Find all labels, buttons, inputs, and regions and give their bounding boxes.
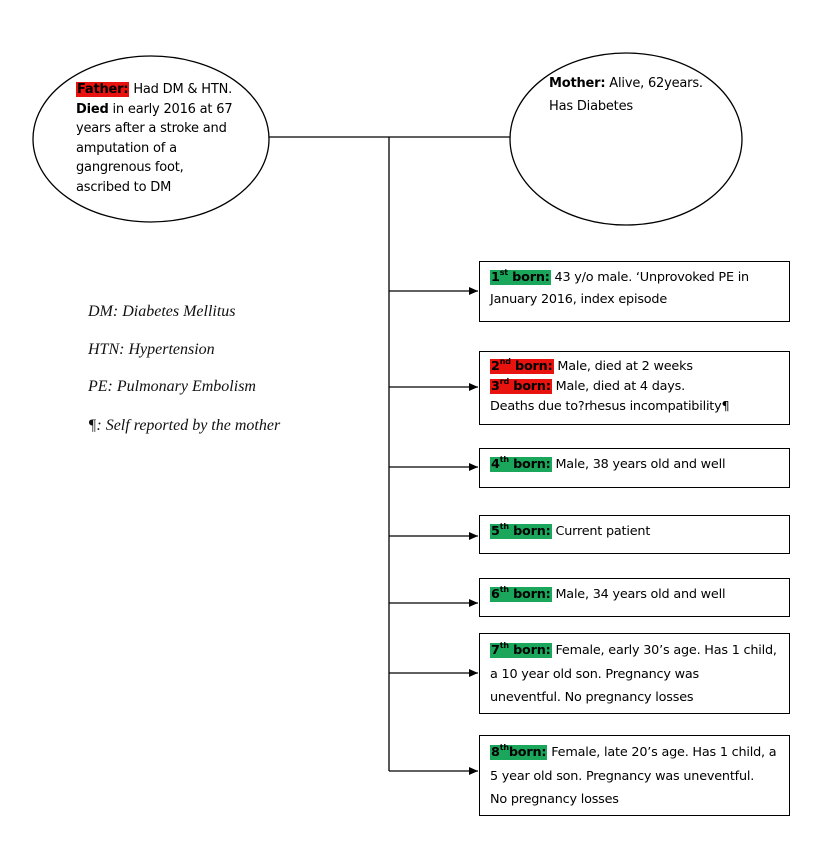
child-box-2-3: 2nd born: Male, died at 2 weeks 3rd born… (479, 351, 790, 425)
father-line3: years after a stroke and (76, 121, 227, 136)
child-box-4: 4th born: Male, 38 years old and well (479, 448, 790, 488)
child-7-line2: a 10 year old son. Pregnancy was (490, 666, 699, 682)
legend-pe: PE: Pulmonary Embolism (88, 378, 256, 395)
child-8-label: 8thborn: (490, 742, 548, 760)
child-8-line1: Female, late 20’s age. Has 1 child, a (547, 745, 777, 760)
mother-label: Mother: (549, 76, 606, 91)
child-7-label: 7th born: (490, 640, 552, 658)
child-6-text: Male, 34 years old and well (551, 587, 726, 602)
child-3-text: Male, died at 4 days. (551, 379, 686, 394)
father-label: Father: (76, 82, 130, 97)
father-line1: Had DM & HTN. (129, 82, 233, 97)
child-5-text: Current patient (551, 524, 651, 539)
child-1-label: 1st born: (490, 267, 551, 285)
child-7-line3: uneventful. No pregnancy losses (490, 690, 694, 705)
mother-line1: Alive, 62years. (605, 76, 703, 91)
legend-self-reported: ¶: Self reported by the mother (88, 417, 281, 434)
child-5-label: 5th born: (490, 521, 552, 539)
child-box-7: 7th born: Female, early 30’s age. Has 1 … (479, 633, 790, 714)
father-line2: in early 2016 at 67 (108, 101, 233, 117)
legend-htn: HTN: Hypertension (88, 341, 215, 358)
child-8-line3: No pregnancy losses (490, 792, 619, 807)
child-box-1: 1st born: 43 y/o male. ‘Unprovoked PE in… (479, 261, 790, 322)
child-6-label: 6th born: (490, 584, 552, 602)
child-4-label: 4th born: (490, 454, 552, 472)
child-1-line1: 43 y/o male. ‘Unprovoked PE in (550, 270, 750, 285)
child-box-6: 6th born: Male, 34 years old and well (479, 578, 790, 617)
child-2-label: 2nd born: (490, 356, 554, 374)
father-died-label: Died (76, 101, 109, 117)
father-line5: gangrenous foot, (76, 160, 184, 175)
child-2-3-note: Deaths due to?rhesus incompatibility¶ (490, 399, 730, 414)
child-4-text: Male, 38 years old and well (551, 457, 726, 472)
father-line6: ascribed to DM (76, 179, 172, 195)
mother-text: Mother: Alive, 62years. Has Diabetes (549, 72, 703, 118)
child-box-5: 5th born: Current patient (479, 515, 790, 554)
father-line4: amputation of a (76, 140, 177, 156)
legend-dm: DM: Diabetes Mellitus (88, 303, 236, 320)
child-7-line1: Female, early 30’s age. Has 1 child, (551, 643, 777, 658)
child-box-8: 8thborn: Female, late 20’s age. Has 1 ch… (479, 735, 790, 816)
child-1-line2: January 2016, index episode (490, 291, 668, 307)
child-2-text: Male, died at 2 weeks (553, 359, 693, 374)
child-8-line2: 5 year old son. Pregnancy was uneventful… (490, 768, 755, 784)
mother-line2: Has Diabetes (549, 99, 633, 114)
mother-ellipse (509, 52, 743, 226)
father-text: Father: Had DM & HTN. Died in early 2016… (76, 80, 233, 197)
child-3-label: 3rd born: (490, 376, 552, 394)
father-ellipse (32, 55, 270, 223)
